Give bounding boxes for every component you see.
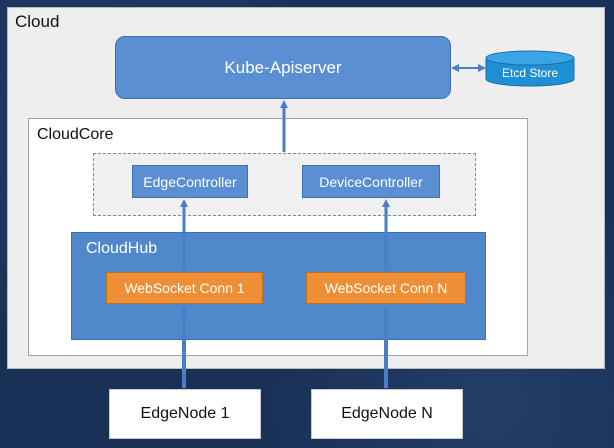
edge-node-n-label: EdgeNode N	[341, 405, 433, 422]
edge-node-1-label: EdgeNode 1	[140, 405, 230, 422]
cloudcore-label: CloudCore	[37, 126, 114, 143]
device-controller-label: DeviceController	[319, 173, 423, 190]
etcd-store-label: Etcd Store	[502, 66, 558, 80]
websocket-conn-n-box: WebSocket Conn N	[306, 272, 466, 304]
websocket-conn-1-label: WebSocket Conn 1	[124, 280, 245, 296]
edge-controller-box: EdgeController	[132, 165, 248, 198]
device-controller-box: DeviceController	[302, 165, 440, 198]
cloud-label: Cloud	[15, 12, 60, 31]
kube-apiserver-box: Kube-Apiserver	[115, 36, 451, 99]
kube-apiserver-label: Kube-Apiserver	[224, 57, 342, 77]
cloudhub-label: CloudHub	[86, 240, 158, 257]
edge-node-1-box: EdgeNode 1	[109, 389, 261, 439]
edge-node-n-box: EdgeNode N	[311, 389, 463, 439]
websocket-conn-1-box: WebSocket Conn 1	[106, 272, 263, 304]
edge-controller-label: EdgeController	[143, 173, 237, 190]
websocket-conn-n-label: WebSocket Conn N	[324, 280, 448, 296]
